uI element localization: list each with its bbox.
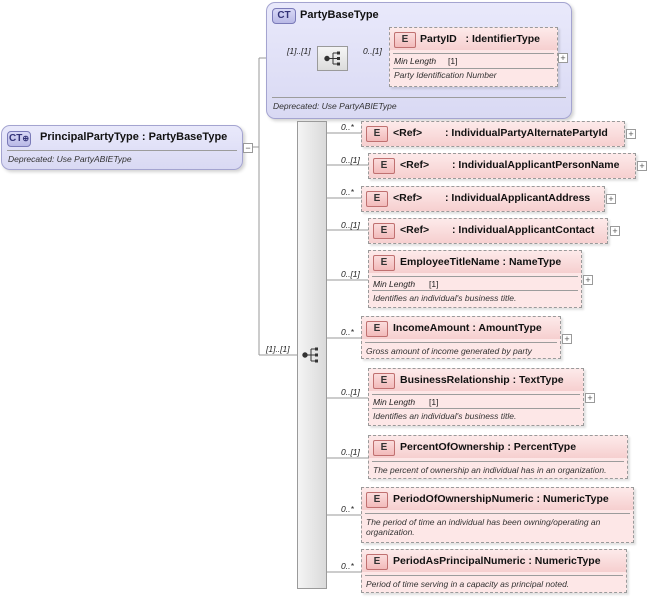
element-name: <Ref> [393, 127, 423, 139]
facet-value: [1] [448, 56, 458, 66]
principal-deprecated-note: Deprecated: Use PartyABIEType [8, 154, 132, 164]
element-percent-of-ownership[interactable]: E PercentOfOwnership : PercentType The p… [368, 435, 628, 479]
occurrence-label: 0..* [341, 327, 354, 337]
occurrence-label: 0..* [341, 187, 354, 197]
element-icon: E [366, 321, 388, 337]
element-income-amount[interactable]: E IncomeAmount : AmountType Gross amount… [361, 316, 561, 359]
occurrence-label: 0..[1] [341, 220, 360, 230]
expand-icon[interactable]: + [626, 129, 636, 139]
occurrence-label: 0..[1] [341, 269, 360, 279]
element-icon: E [366, 126, 388, 142]
facet-value: [1] [429, 397, 439, 407]
element-icon: E [373, 223, 395, 239]
expand-icon[interactable]: + [558, 53, 568, 63]
element-name: PartyID : IdentifierType [420, 33, 541, 45]
facet-label: Min Length [394, 56, 437, 66]
occurrence-label: [1]..[1] [287, 46, 311, 56]
element-ref-applicant-address[interactable]: E <Ref> : IndividualApplicantAddress [361, 186, 605, 212]
element-ref-applicant-person-name[interactable]: E <Ref> : IndividualApplicantPersonName [368, 153, 636, 179]
element-description: The period of time an individual has bee… [366, 517, 601, 537]
element-description: Identifies an individual's business titl… [373, 293, 517, 303]
element-party-id[interactable]: E PartyID : IdentifierType Min Length [1… [389, 27, 558, 87]
occurrence-label: 0..* [341, 122, 354, 132]
element-name: <Ref> [393, 192, 423, 204]
element-icon: E [366, 492, 388, 508]
element-description: Party Identification Number [394, 70, 497, 80]
expand-icon[interactable]: + [583, 275, 593, 285]
principal-type-name: PrincipalPartyType : PartyBaseType [40, 131, 228, 143]
element-type: : IndividualApplicantPersonName [452, 159, 620, 171]
element-name: PeriodAsPrincipalNumeric : NumericType [393, 555, 601, 567]
element-type: : IndividualPartyAlternatePartyId [445, 127, 608, 139]
element-name: <Ref> [400, 159, 430, 171]
party-base-type-name: PartyBaseType [300, 9, 379, 21]
party-base-deprecated-note: Deprecated: Use PartyABIEType [273, 101, 397, 111]
complex-type-icon: CT [272, 8, 296, 24]
element-icon: E [373, 158, 395, 174]
expand-principal-icon[interactable]: − [243, 143, 253, 153]
element-description: Gross amount of income generated by part… [366, 346, 532, 356]
facet-value: [1] [429, 279, 439, 289]
element-employee-title-name[interactable]: E EmployeeTitleName : NameType Min Lengt… [368, 250, 582, 308]
element-name: PeriodOfOwnershipNumeric : NumericType [393, 493, 609, 505]
facet-label: Min Length [373, 397, 416, 407]
element-ref-applicant-contact[interactable]: E <Ref> : IndividualApplicantContact [368, 218, 608, 244]
expand-icon[interactable]: + [585, 393, 595, 403]
expand-icon[interactable]: + [637, 161, 647, 171]
element-description: The percent of ownership an individual h… [373, 465, 607, 475]
element-period-of-ownership-numeric[interactable]: E PeriodOfOwnershipNumeric : NumericType… [361, 487, 634, 543]
element-ref-alternate-party-id[interactable]: E <Ref> : IndividualPartyAlternatePartyI… [361, 121, 625, 147]
element-name: BusinessRelationship : TextType [400, 374, 564, 386]
element-description: Identifies an individual's business titl… [373, 411, 517, 421]
element-name: EmployeeTitleName : NameType [400, 256, 562, 268]
element-icon: E [373, 255, 395, 271]
element-description: Period of time serving in a capacity as … [366, 579, 570, 589]
occurrence-label: 0..* [341, 561, 354, 571]
complex-type-icon: CT⊕ [7, 131, 31, 147]
element-icon: E [366, 191, 388, 207]
occurrence-label: 0..[1] [363, 46, 382, 56]
element-icon: E [373, 373, 395, 389]
element-business-relationship[interactable]: E BusinessRelationship : TextType Min Le… [368, 368, 584, 426]
sequence-icon[interactable] [300, 345, 322, 365]
element-type: : IndividualApplicantContact [452, 224, 595, 236]
occurrence-label: 0..* [341, 504, 354, 514]
element-icon: E [394, 32, 416, 48]
occurrence-label: [1]..[1] [266, 344, 290, 354]
occurrence-label: 0..[1] [341, 447, 360, 457]
principal-party-type-box[interactable]: CT⊕ PrincipalPartyType : PartyBaseType D… [1, 125, 243, 170]
element-icon: E [373, 440, 395, 456]
expand-icon[interactable]: + [562, 334, 572, 344]
element-name: IncomeAmount : AmountType [393, 322, 542, 334]
element-period-as-principal-numeric[interactable]: E PeriodAsPrincipalNumeric : NumericType… [361, 549, 627, 593]
element-type: : IndividualApplicantAddress [445, 192, 591, 204]
element-icon: E [366, 554, 388, 570]
expand-icon[interactable]: + [606, 194, 616, 204]
occurrence-label: 0..[1] [341, 155, 360, 165]
facet-label: Min Length [373, 279, 416, 289]
element-name: PercentOfOwnership : PercentType [400, 441, 577, 453]
expand-icon[interactable]: + [610, 226, 620, 236]
occurrence-label: 0..[1] [341, 387, 360, 397]
element-name: <Ref> [400, 224, 430, 236]
sequence-compositor-icon[interactable] [317, 46, 348, 71]
